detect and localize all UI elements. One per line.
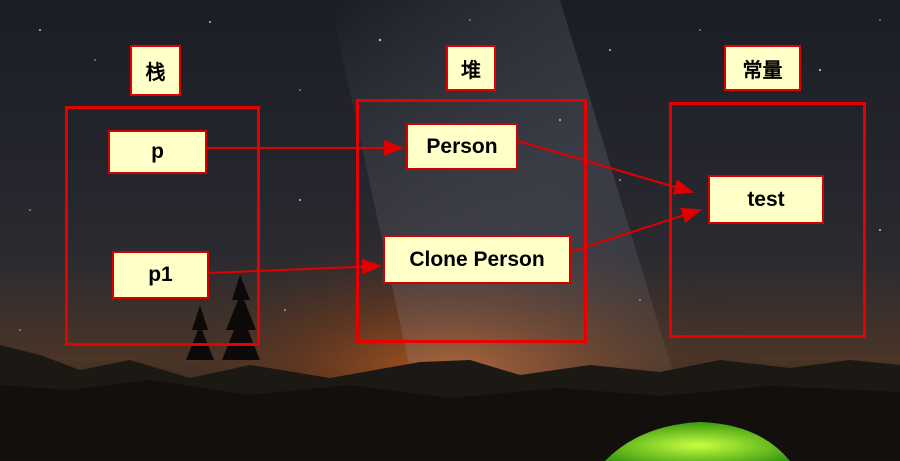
heap-region <box>356 99 587 343</box>
node-test: test <box>708 175 824 224</box>
heap-label: 堆 <box>446 45 496 91</box>
stack-label: 栈 <box>130 45 181 96</box>
stack-region <box>65 106 260 346</box>
node-p1: p1 <box>112 251 209 299</box>
arrow-person-to-test <box>517 140 694 195</box>
node-p: p <box>108 130 207 174</box>
node-clone-person: Clone Person <box>383 235 571 284</box>
constant-region <box>669 102 866 338</box>
node-person: Person <box>406 123 518 170</box>
arrow-p1-to-clone-person <box>207 258 382 275</box>
arrow-clone-person-to-test <box>569 207 702 253</box>
constant-label: 常量 <box>724 45 801 91</box>
